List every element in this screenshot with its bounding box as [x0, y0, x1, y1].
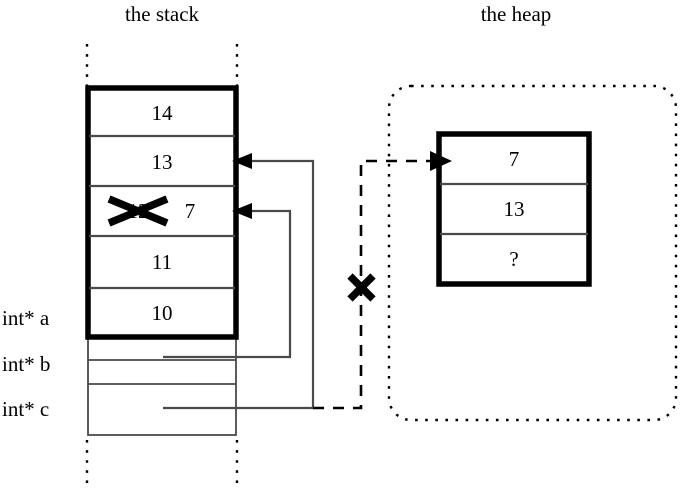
pointer-b-arrow — [163, 203, 292, 359]
pointer-c-arrow — [163, 153, 315, 410]
cross-out-stack-cell-icon — [107, 195, 169, 227]
stack-cell-value-0: 14 — [151, 101, 173, 125]
cross-out-heap-pointer-icon — [347, 273, 376, 302]
stack-cell-value-2-old: 12 — [127, 199, 149, 223]
heap-cell-value-1: 13 — [503, 197, 525, 221]
variable-label-b: int* b — [2, 352, 51, 376]
stack-cell-value-2-new: 7 — [184, 199, 196, 223]
stack-cell-value-4: 10 — [151, 301, 173, 325]
heap-title: the heap — [480, 2, 552, 26]
heap-cell-value-0: 7 — [508, 147, 520, 171]
stack-title: the stack — [124, 2, 200, 26]
stack-frame-box — [85, 85, 239, 340]
stack-cell-value-3: 11 — [151, 250, 173, 274]
heap-region-boundary — [387, 84, 678, 422]
heap-block-box — [436, 131, 592, 287]
variable-label-c: int* c — [2, 397, 50, 421]
stack-cell-value-1: 13 — [151, 150, 173, 174]
stack-pointer-region — [87, 336, 237, 436]
stale-heap-pointer-dashed — [313, 151, 452, 410]
heap-cell-value-2: ? — [509, 247, 519, 271]
variable-label-a: int* a — [2, 306, 50, 330]
